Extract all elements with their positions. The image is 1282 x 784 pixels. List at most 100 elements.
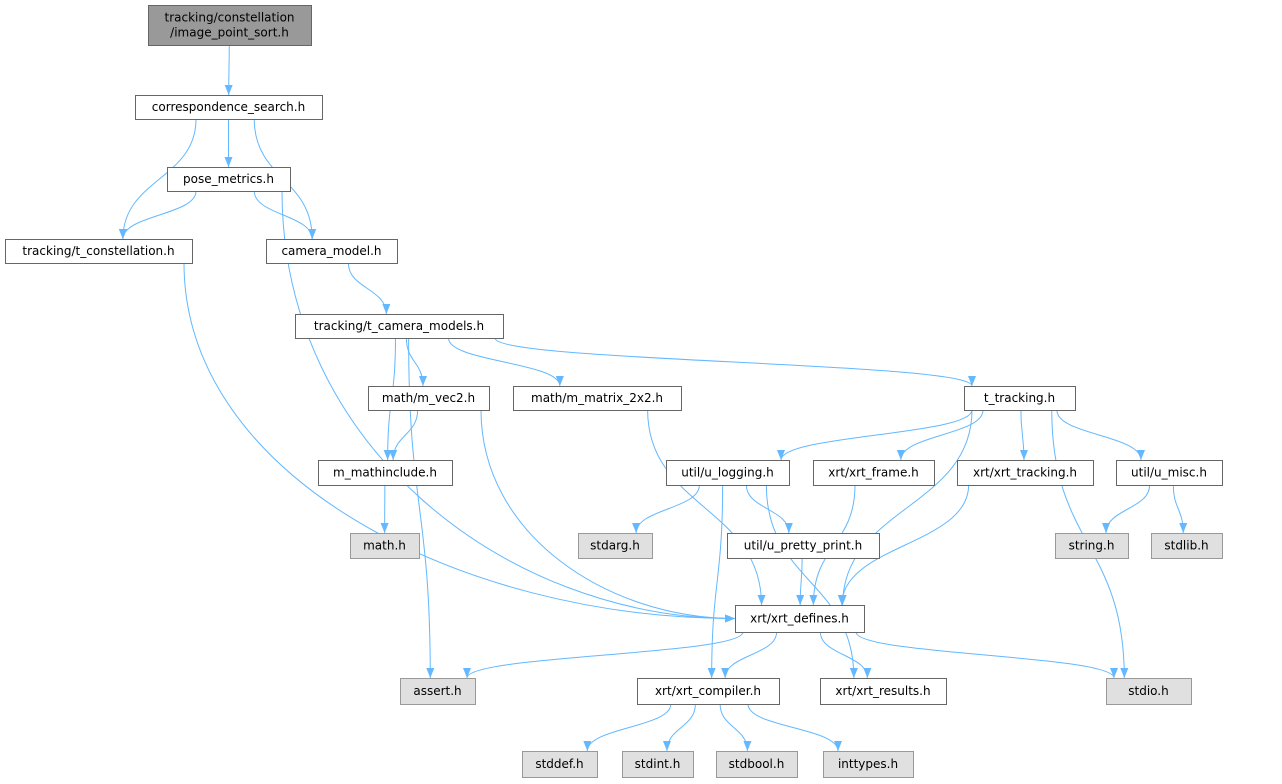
edge-ulog-to-compiler: [707, 484, 724, 679]
node-assert[interactable]: assert.h: [400, 678, 476, 705]
edge-compiler-to-stddef: [583, 703, 672, 752]
node-box: [167, 167, 291, 192]
node-math[interactable]: math.h: [350, 533, 420, 559]
edge-misc-to-stdlib: [1172, 484, 1188, 534]
edge-ulog-to-stdarg: [632, 484, 700, 534]
edge-ttrack-to-misc: [1056, 409, 1145, 461]
node-box: [637, 678, 780, 705]
node-box: [964, 386, 1076, 411]
node-box: [266, 239, 398, 264]
node-box: [735, 605, 865, 633]
node-label: stdarg.h: [590, 539, 640, 553]
node-label: math/m_vec2.h: [382, 391, 475, 405]
node-box: [957, 460, 1094, 486]
node-box: [513, 386, 682, 411]
edge-ulog-to-results: [765, 484, 858, 679]
node-box: [823, 751, 914, 778]
node-box: [1116, 460, 1223, 486]
node-stdlib[interactable]: stdlib.h: [1151, 533, 1223, 559]
node-label: stdbool.h: [729, 757, 785, 771]
node-box: [813, 460, 935, 486]
node-mathinc[interactable]: m_mathinclude.h: [318, 460, 453, 486]
node-xtrack[interactable]: xrt/xrt_tracking.h: [957, 460, 1094, 486]
edge-pose-to-defines: [281, 190, 736, 623]
edge-tcm-to-vec2: [405, 337, 427, 387]
node-inttypes[interactable]: inttypes.h: [823, 751, 914, 778]
node-box: [350, 533, 420, 559]
edge-root-to-cs: [224, 44, 233, 96]
node-label: stddef.h: [535, 757, 583, 771]
node-label: xrt/xrt_frame.h: [828, 466, 919, 480]
edge-defines-to-compiler: [721, 631, 778, 679]
node-misc[interactable]: util/u_misc.h: [1116, 460, 1223, 486]
node-box: [1055, 533, 1129, 559]
node-matrix[interactable]: math/m_matrix_2x2.h: [513, 386, 682, 411]
node-label: stdlib.h: [1164, 539, 1208, 553]
node-label: t_tracking.h: [984, 391, 1055, 405]
node-box: [368, 386, 490, 411]
node-label: stdint.h: [635, 757, 681, 771]
node-defines[interactable]: xrt/xrt_defines.h: [735, 605, 865, 633]
edge-ttrack-to-frame: [896, 409, 984, 461]
node-vec2[interactable]: math/m_vec2.h: [368, 386, 490, 411]
node-label: m_mathinclude.h: [333, 466, 437, 480]
node-cam[interactable]: camera_model.h: [266, 239, 398, 264]
edge-ttrack-to-ulog: [777, 409, 973, 461]
node-cs[interactable]: correspondence_search.h: [135, 95, 323, 120]
edge-compiler-to-stdbool: [719, 703, 752, 752]
edge-matrix-to-defines: [647, 409, 766, 606]
node-stdint[interactable]: stdint.h: [622, 751, 694, 778]
node-pose[interactable]: pose_metrics.h: [167, 167, 291, 192]
node-label: math.h: [363, 539, 406, 553]
node-box: [622, 751, 694, 778]
node-box: [318, 460, 453, 486]
edge-cam-to-tcm: [347, 262, 391, 315]
node-label: util/u_logging.h: [681, 466, 774, 480]
node-label: assert.h: [413, 684, 461, 698]
edge-ttrack-to-defines: [838, 409, 973, 606]
node-box: [578, 533, 653, 559]
node-ttrack[interactable]: t_tracking.h: [964, 386, 1076, 411]
edge-defines-to-assert: [463, 631, 744, 679]
edge-misc-to-string: [1102, 484, 1151, 534]
node-label: xrt/xrt_results.h: [835, 684, 930, 698]
edge-tcm-to-matrix: [448, 337, 564, 387]
node-pretty[interactable]: util/u_pretty_print.h: [727, 533, 880, 559]
node-box: [148, 5, 312, 46]
node-box: [727, 533, 880, 559]
edge-vec2-to-mathinc: [389, 409, 419, 461]
node-results[interactable]: xrt/xrt_results.h: [820, 678, 947, 705]
node-compiler[interactable]: xrt/xrt_compiler.h: [637, 678, 780, 705]
node-label: camera_model.h: [281, 244, 381, 258]
node-label: tracking/constellation: [164, 11, 294, 25]
node-stdio[interactable]: stdio.h: [1106, 678, 1192, 705]
edge-pose-to-cam: [253, 190, 317, 240]
node-label: string.h: [1069, 539, 1115, 553]
node-box: [400, 678, 476, 705]
node-frame[interactable]: xrt/xrt_frame.h: [813, 460, 935, 486]
node-label: tracking/t_camera_models.h: [314, 319, 484, 333]
node-label: correspondence_search.h: [152, 100, 305, 114]
node-box: [820, 678, 947, 705]
edge-compiler-to-stdint: [662, 703, 696, 752]
edge-defines-to-stdio: [855, 631, 1118, 679]
node-stdarg[interactable]: stdarg.h: [578, 533, 653, 559]
node-string[interactable]: string.h: [1055, 533, 1129, 559]
node-tcm[interactable]: tracking/t_camera_models.h: [295, 314, 504, 339]
node-box: [522, 751, 598, 778]
node-box: [716, 751, 798, 778]
node-tcon[interactable]: tracking/t_constellation.h: [5, 239, 193, 264]
edge-pose-to-tcon: [118, 190, 197, 240]
edge-xtrack-to-defines: [837, 484, 970, 606]
edge-defines-to-results: [819, 631, 872, 679]
node-ulog[interactable]: util/u_logging.h: [666, 460, 790, 486]
edge-ttrack-to-xtrack: [1019, 409, 1028, 461]
node-label: xrt/xrt_compiler.h: [655, 684, 761, 698]
node-box: [295, 314, 504, 339]
node-root[interactable]: tracking/constellation/image_point_sort.…: [148, 5, 312, 46]
node-label: util/u_misc.h: [1131, 466, 1207, 480]
node-stddef[interactable]: stddef.h: [522, 751, 598, 778]
node-label: /image_point_sort.h: [170, 26, 289, 40]
node-stdbool[interactable]: stdbool.h: [716, 751, 798, 778]
